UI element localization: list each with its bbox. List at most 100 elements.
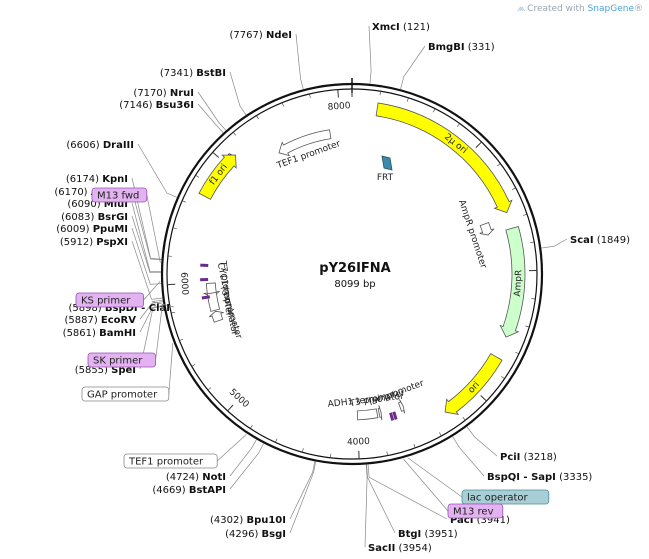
- site-pos: (5912): [60, 237, 96, 248]
- site-name: NruI: [170, 88, 194, 99]
- feature-arrow: [398, 399, 406, 414]
- site-draiii: (6606) DraIII: [66, 140, 178, 198]
- major-tick: [480, 395, 487, 402]
- site-leader: [131, 177, 162, 260]
- minor-tick: [462, 416, 466, 421]
- site-bspdi-clai: (5898) BspDI - ClaI: [68, 299, 175, 314]
- site-label: (7767) NdeI: [230, 30, 292, 41]
- box-frame: [91, 187, 148, 203]
- tick-label: 6000: [178, 272, 189, 296]
- minor-tick: [256, 115, 259, 120]
- primer-mark: [392, 411, 398, 420]
- box-label: KS primer: [81, 296, 131, 307]
- feature-arrow: [198, 154, 237, 200]
- minor-tick: [207, 387, 212, 391]
- site-label: BmgBI (331): [428, 42, 495, 53]
- site-paci: PacI (3941): [367, 464, 510, 526]
- site-bsrgi: (6083) BsrGI: [61, 212, 162, 274]
- site-name: PacI: [450, 515, 473, 526]
- feature-arrow: [375, 102, 513, 214]
- site-leader: [466, 426, 498, 457]
- site-label: (6606) DraIII: [66, 140, 134, 151]
- site-name: BstBI: [196, 68, 226, 79]
- site-bstbi: (7341) BstBI: [160, 68, 247, 116]
- box-frame: [447, 503, 504, 519]
- feature-arrow: [209, 310, 224, 323]
- site-label: (4669) BstAPI: [152, 485, 226, 496]
- site-bmgbi: BmgBI (331): [400, 42, 495, 90]
- site-pos: (6606): [66, 140, 102, 151]
- minor-tick: [179, 338, 184, 341]
- minor-tick: [515, 351, 520, 355]
- minor-tick: [379, 91, 381, 96]
- site-name: PspXI: [96, 237, 128, 248]
- site-leader: [197, 103, 224, 134]
- box-label: TEF1 promoter: [128, 457, 204, 468]
- feature-arrow: [377, 405, 383, 421]
- box-leader: [155, 304, 163, 361]
- site-label: (4302) Bpu10I: [210, 515, 286, 526]
- minor-tick: [182, 200, 186, 203]
- credit-mark: ®: [634, 4, 643, 14]
- site-leader: [131, 190, 162, 261]
- minor-tick: [172, 227, 177, 230]
- site-leader: [137, 143, 178, 198]
- primer-mark: [389, 412, 395, 421]
- site-name: MluI: [104, 199, 128, 210]
- box-label: lac operator: [467, 493, 528, 504]
- site-pos: (5855): [75, 365, 111, 376]
- site-pos: (4302): [210, 515, 246, 526]
- site-sacii: SacII (3954): [364, 464, 432, 554]
- site-leader: [229, 443, 265, 490]
- box-label: GAP promoter: [87, 390, 158, 401]
- site-label: (7170) NruI: [133, 88, 194, 99]
- site-leader: [368, 25, 372, 84]
- minor-tick: [413, 444, 416, 448]
- site-name: BamHI: [99, 328, 136, 339]
- site-pos: (7341): [160, 68, 196, 79]
- site-leader: [364, 464, 368, 548]
- site-label: (5887) EcoRV: [64, 315, 136, 326]
- plasmid-size: 8099 bp: [334, 279, 375, 290]
- site-pos: (7170): [133, 88, 169, 99]
- site-spei: (5855) SpeI: [75, 305, 164, 376]
- site-leader: [139, 301, 164, 320]
- box-frame: [81, 386, 170, 402]
- outer-box-m13-fwd: M13 fwd: [91, 187, 161, 263]
- minor-tick: [523, 213, 528, 216]
- site-leader: [452, 436, 485, 477]
- feature-label: CYC1 terminator: [215, 262, 239, 337]
- primer-mark: [201, 295, 211, 300]
- feature-cyc1-terminator: CYC1 terminator: [206, 262, 239, 337]
- site-leader: [131, 202, 162, 273]
- box-leader: [168, 343, 174, 395]
- site-leader: [229, 71, 247, 116]
- box-leader: [407, 457, 463, 498]
- site-ecorv: (5887) EcoRV: [64, 301, 164, 326]
- box-leader: [216, 434, 247, 462]
- feature-arrow: [356, 408, 379, 421]
- minor-tick: [525, 325, 530, 328]
- site-pos: (3218): [520, 452, 557, 463]
- tick-label: 5000: [227, 387, 251, 410]
- box-frame: [87, 352, 156, 368]
- site-pos: (4669): [152, 485, 188, 496]
- site-bsu36i: (7146) Bsu36I: [119, 100, 224, 134]
- site-pos: (5861): [63, 328, 99, 339]
- minor-tick: [171, 311, 176, 314]
- minor-tick: [512, 187, 516, 190]
- minor-tick: [432, 108, 436, 113]
- site-pos: (6009): [56, 224, 92, 235]
- site-leader: [400, 45, 426, 90]
- frt-marker: [381, 155, 393, 171]
- site-name: BsgI: [262, 529, 286, 540]
- box-leader: [143, 281, 161, 301]
- outer-box-sk-primer: SK primer: [87, 304, 163, 368]
- site-pos: (3951): [421, 529, 458, 540]
- site-name: BtgI: [398, 529, 421, 540]
- minor-tick: [281, 102, 284, 107]
- credit-brand: SnapGene: [587, 4, 634, 14]
- frt-label: FRT: [377, 173, 394, 183]
- site-label: (4296) BsgI: [225, 529, 286, 540]
- box-leader: [146, 194, 161, 263]
